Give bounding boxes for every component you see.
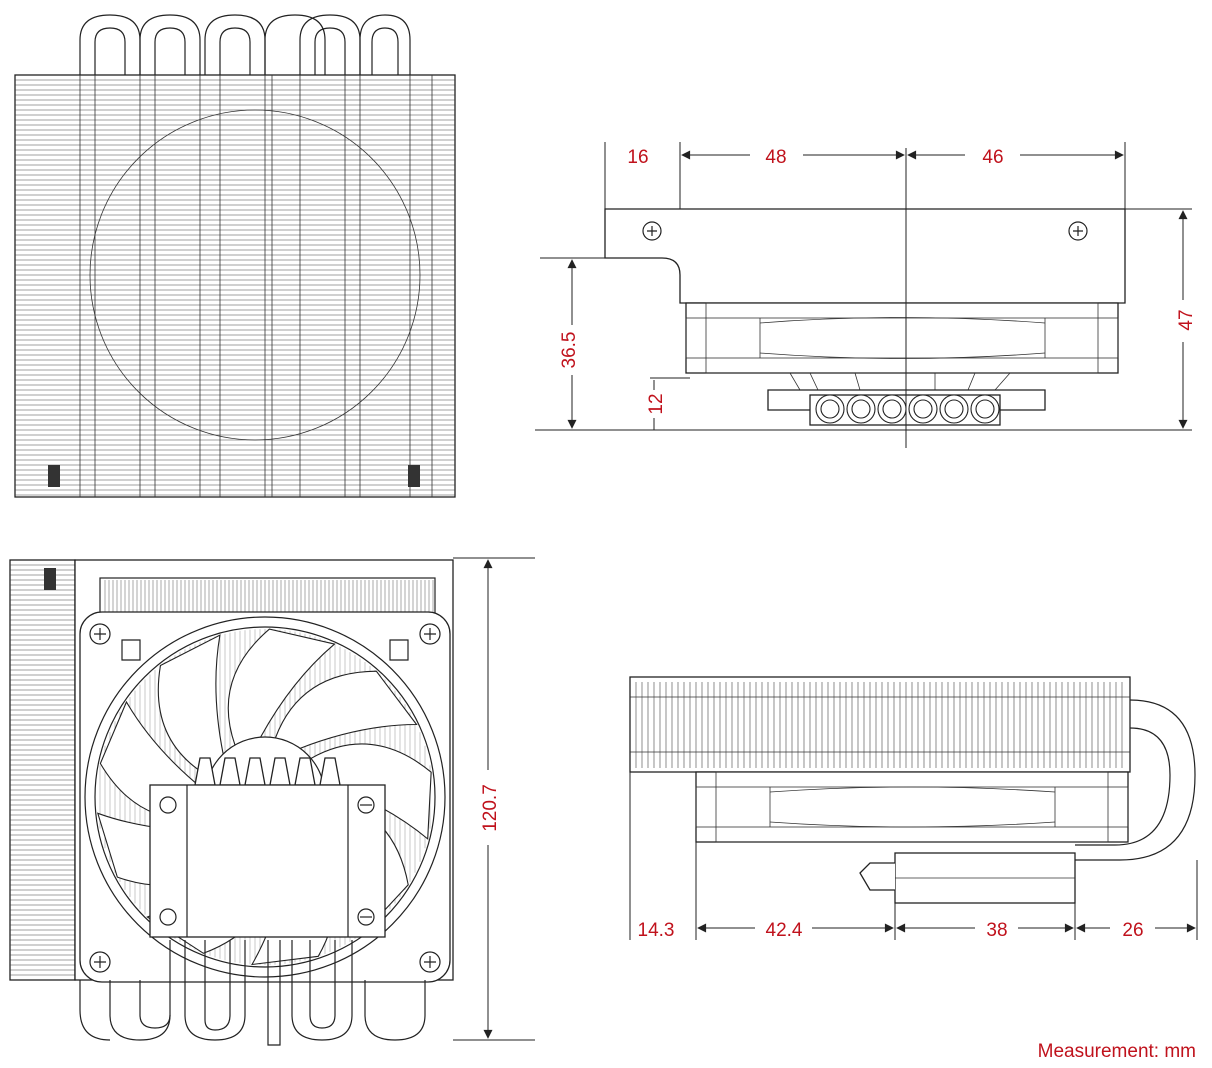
dim-48: 48 — [765, 147, 786, 168]
side-view-screw-left — [642, 221, 662, 241]
dim-42-4: 42.4 — [766, 920, 803, 941]
top-view-stud-right — [408, 465, 420, 487]
side-view-fin-plate — [604, 208, 1126, 304]
dim-14-3: 14.3 — [638, 920, 675, 941]
dim-26: 26 — [1122, 920, 1143, 941]
front-view-side-fin-lines — [10, 564, 75, 976]
side2-heatpipe-inner — [1075, 727, 1171, 846]
dim-47: 47 — [1176, 309, 1197, 330]
top-view-vertical-pipes — [79, 75, 433, 497]
front-view-fan-ring — [84, 616, 446, 978]
top-view-fins — [15, 79, 455, 496]
front-view-stud — [44, 568, 56, 590]
side2-fins — [630, 682, 1130, 768]
top-view-fin-stack — [14, 74, 456, 498]
top-view-stud-left — [48, 465, 60, 487]
dim-16: 16 — [627, 147, 648, 168]
front-view-top-grill — [104, 580, 434, 614]
side-view-fan — [685, 302, 1119, 374]
side-view-base-pipes — [815, 394, 1000, 424]
side2-fin-stack — [629, 676, 1131, 773]
side2-fan — [695, 771, 1129, 843]
side-view: 16 48 46 47 36.5 12 — [535, 142, 1197, 448]
side2-pipe-tip — [859, 862, 895, 891]
front-view-base-fins — [194, 757, 341, 786]
front-view-heatpipe-loops — [79, 940, 426, 1046]
front-view: 120.7 — [9, 557, 535, 1046]
dim-36-5: 36.5 — [559, 332, 580, 369]
dim-38: 38 — [986, 920, 1007, 941]
front-view-frame-screws — [89, 623, 441, 973]
top-view-fan-outline — [89, 109, 421, 441]
front-view-base-screws — [159, 796, 375, 926]
top-view-heatpipes — [79, 14, 411, 75]
side2-heatpipe-outer — [1075, 699, 1196, 861]
dim-12: 12 — [646, 393, 667, 414]
dim-120-7: 120.7 — [480, 784, 501, 832]
top-view — [14, 14, 456, 498]
dim-46: 46 — [982, 147, 1003, 168]
measurement-unit-note: Measurement: mm — [1038, 1041, 1196, 1062]
side-view-screw-right — [1068, 221, 1088, 241]
side-view-2: 14.3 42.4 38 26 — [629, 676, 1198, 941]
front-view-base-block — [149, 784, 386, 938]
